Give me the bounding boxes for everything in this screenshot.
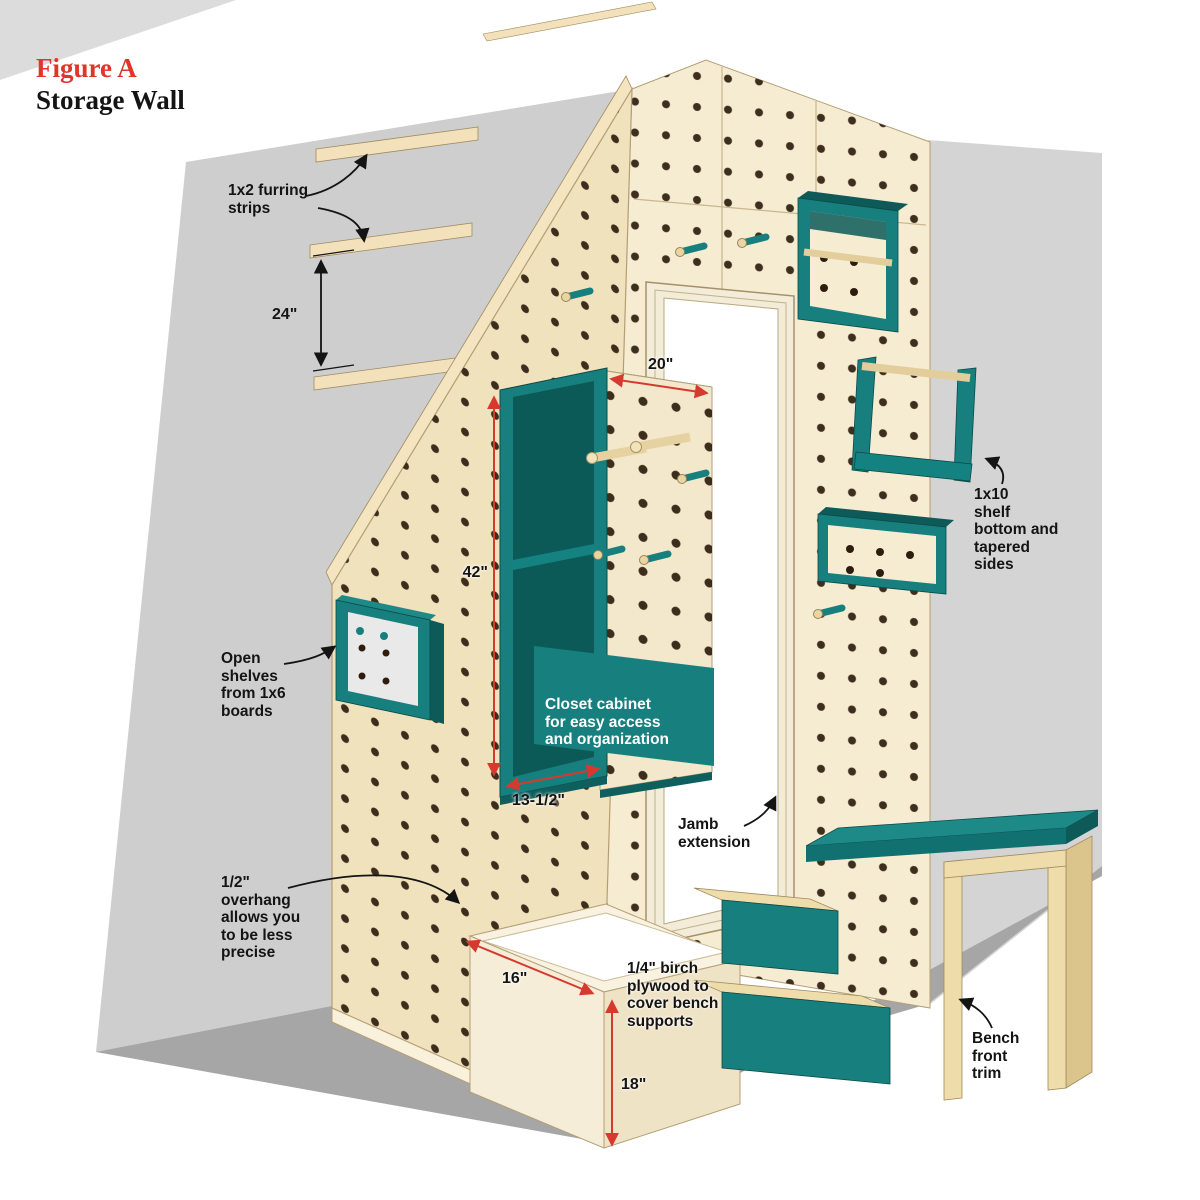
wall-shelf-lower — [817, 507, 954, 595]
arrow-open-shelves — [283, 645, 337, 665]
dimension-20-line — [609, 373, 709, 399]
wall-shelf-upper — [797, 191, 908, 333]
arrow-bench-trim — [958, 997, 993, 1029]
arrow-furring-upper — [305, 153, 368, 197]
dimension-label-42: 42" — [462, 564, 488, 581]
bench — [805, 809, 1099, 1101]
bench-leg-left — [943, 859, 963, 1101]
label-furring-strips: 1x2 furring strips — [228, 182, 309, 217]
floor — [96, 866, 1102, 1144]
cabinet-shelf — [513, 544, 594, 570]
arrow-shelf-1x10 — [984, 456, 1005, 485]
label-overhang: 1/2" overhang allows you to be less prec… — [221, 874, 301, 961]
dimension-label-16: 16" — [502, 970, 528, 987]
wall-shelf-tapered — [851, 356, 977, 483]
ceiling-furring-strip — [482, 1, 657, 42]
dimension-label-20: 20" — [648, 356, 674, 373]
bench-seat-end — [1066, 810, 1098, 844]
step-upper-face — [721, 899, 839, 975]
dimension-label-13-5: 13-1/2" — [512, 792, 565, 809]
ceiling-corner — [0, 0, 236, 80]
step-lower-face — [721, 991, 891, 1085]
label-jamb-extension: Jamb extension — [678, 816, 751, 851]
right-wall — [928, 140, 1102, 1006]
dimension-label-24: 24" — [272, 306, 298, 323]
pegboard-panel-holes — [332, 89, 632, 1128]
furring-strip-2 — [309, 222, 473, 259]
label-birch-plywood: 1/4" birch plywood to cover bench suppor… — [627, 960, 719, 1030]
box-right-face — [603, 959, 741, 1149]
arrow-jamb — [743, 795, 777, 827]
annotation-arrows — [283, 153, 1005, 1029]
closet-cabinet — [499, 367, 714, 805]
furring-strip-1 — [315, 126, 479, 163]
bench-frame — [943, 835, 1093, 1101]
figure-label: Figure A — [36, 53, 137, 83]
dimension-13-5-line — [505, 764, 601, 791]
bench-seat-front — [806, 828, 1066, 862]
bench-rail — [943, 849, 1067, 879]
dimension-16-line — [465, 939, 595, 996]
label-closet-cabinet: Closet cabinet for easy access and organ… — [545, 696, 669, 748]
cabinet-label-panel — [534, 646, 714, 766]
label-open-shelves: Open shelves from 1x6 boards — [221, 650, 286, 720]
steps — [693, 887, 891, 1085]
page-title: Storage Wall — [36, 85, 185, 115]
dimension-label-18: 18" — [621, 1076, 647, 1093]
open-shelf-box — [335, 595, 444, 724]
left-pegboard-panel — [325, 75, 633, 1143]
arrow-furring-lower — [317, 207, 370, 243]
label-shelf-1x10: 1x10 shelf bottom and tapered sides — [974, 486, 1059, 573]
arrow-overhang — [287, 874, 461, 904]
cabinet-bottom-side — [600, 772, 712, 798]
bench-leg-right — [1047, 849, 1067, 1091]
bench-leg-right-side — [1065, 835, 1093, 1089]
dimension-lines — [312, 249, 709, 1147]
label-bench-front-trim: Bench front trim — [972, 1030, 1020, 1082]
